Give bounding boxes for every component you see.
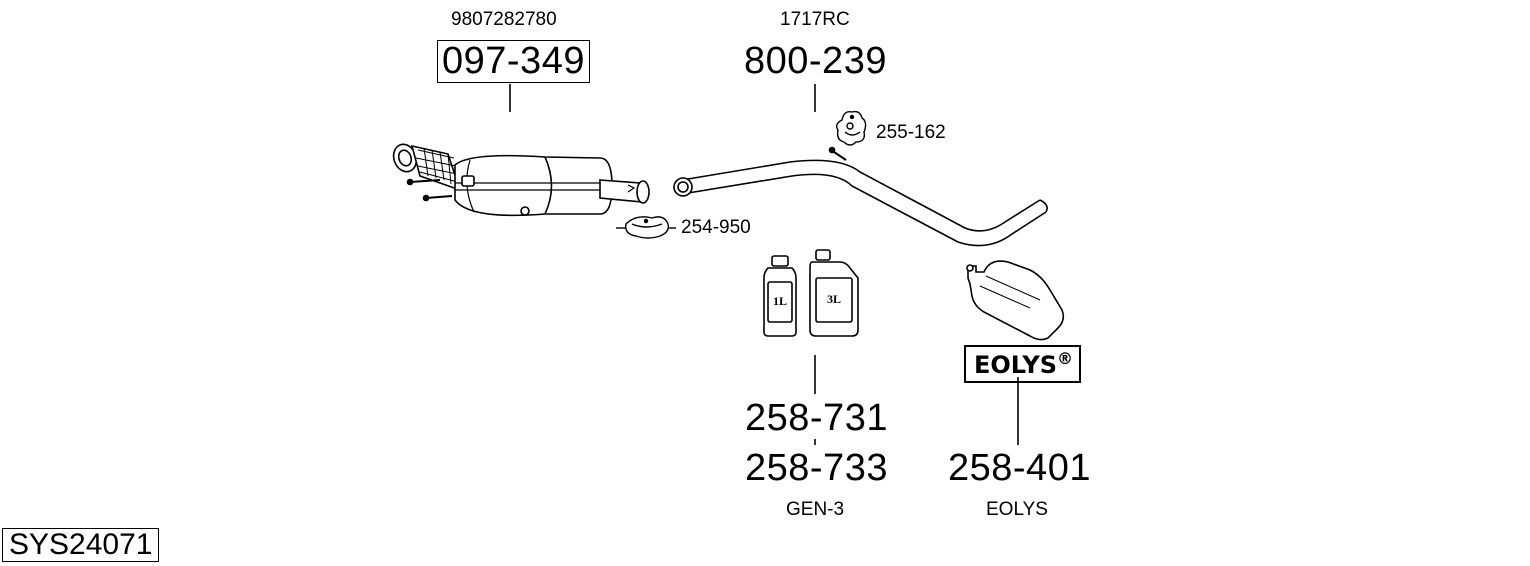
eolys-logo-text: EOLYS — [974, 351, 1058, 379]
pipe-part-number[interactable]: 800-239 — [744, 40, 887, 82]
clamp-part-number[interactable]: 254-950 — [681, 217, 751, 238]
system-code: SYS24071 — [2, 528, 160, 562]
eolys-note: EOLYS — [986, 499, 1048, 520]
additive-note: GEN-3 — [786, 499, 845, 520]
pipe-drawing — [673, 146, 1048, 247]
hanger-part-number[interactable]: 255-162 — [876, 122, 946, 143]
additive-part-number-2[interactable]: 258-733 — [745, 447, 888, 489]
hanger-drawing — [835, 110, 867, 146]
eolys-registered-mark: ® — [1057, 349, 1074, 368]
bottle-3l-drawing — [809, 249, 859, 337]
dpf-drawing — [392, 143, 650, 217]
additive-part-number-1[interactable]: 258-731 — [745, 397, 888, 439]
bottle-1l-drawing — [763, 255, 797, 337]
dpf-oem-number: 9807282780 — [451, 9, 557, 30]
dpf-part-number[interactable]: 097-349 — [437, 40, 590, 83]
eolys-tank-drawing — [966, 260, 1065, 341]
pipe-oem-number: 1717RC — [780, 9, 850, 30]
clamp-drawing — [616, 216, 676, 239]
eolys-logo: EOLYS® — [964, 345, 1082, 383]
bottle-1l-label: 1L — [773, 294, 787, 308]
eolys-part-number[interactable]: 258-401 — [948, 447, 1091, 489]
bottle-3l-label: 3L — [827, 292, 841, 306]
